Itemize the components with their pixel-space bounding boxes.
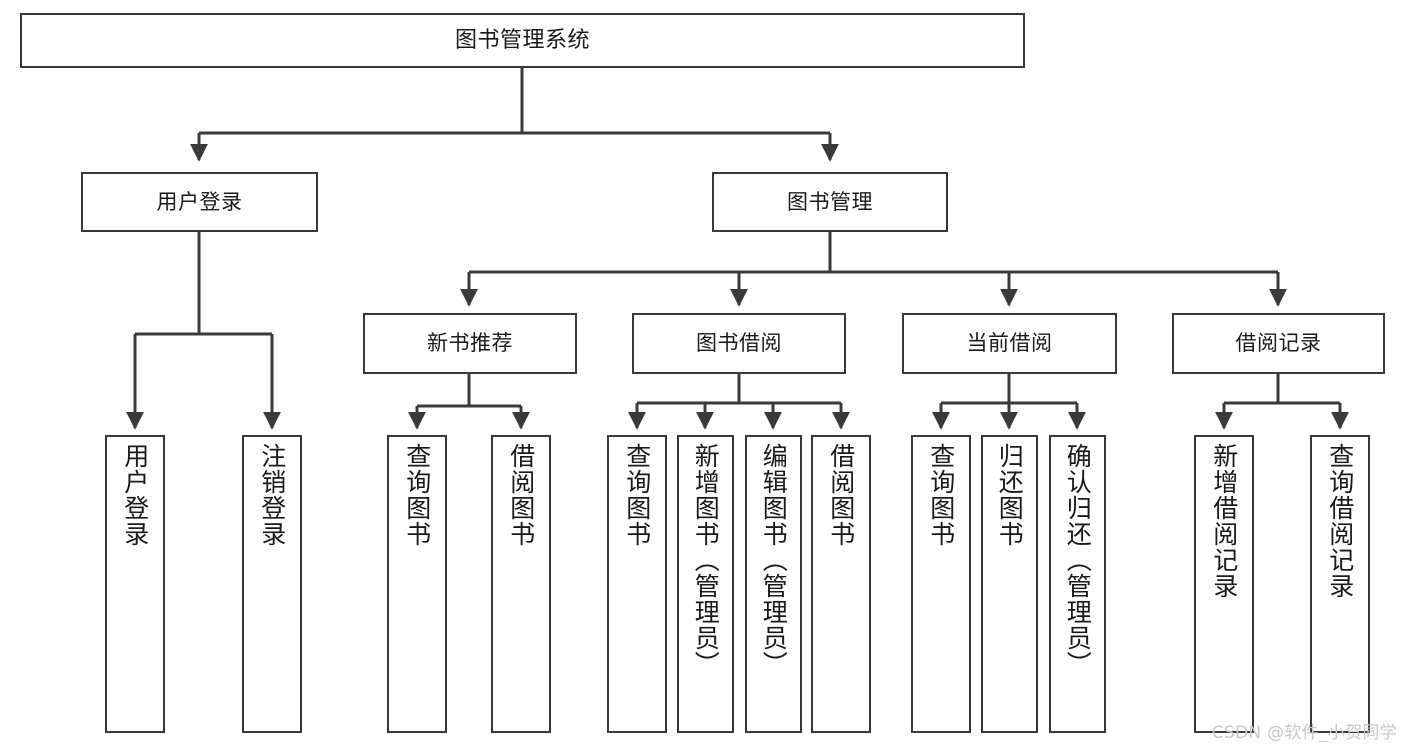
node-label: 新增图书（管理员） (691, 443, 721, 677)
node-label: 新书推荐 (427, 331, 513, 356)
leaf-record-query-record[interactable]: 查询借阅记录 (1310, 435, 1370, 733)
csdn-watermark: CSDN @软件_小贺同学 (1211, 723, 1397, 743)
node-user-login[interactable]: 用户登录 (81, 172, 318, 232)
leaf-user-login-login[interactable]: 用户登录 (105, 435, 165, 733)
node-label: 借阅图书 (826, 443, 856, 547)
leaf-borrow-add-book[interactable]: 新增图书（管理员） (677, 435, 734, 733)
node-label: 借阅图书 (506, 443, 536, 547)
node-label: 借阅记录 (1235, 331, 1322, 356)
leaf-borrow-edit-book[interactable]: 编辑图书（管理员） (745, 435, 802, 733)
node-root-system[interactable]: 图书管理系统 (20, 13, 1025, 68)
node-label: 图书管理系统 (454, 27, 590, 53)
leaf-recommend-borrow-book[interactable]: 借阅图书 (491, 435, 551, 733)
node-label: 确认归还（管理员） (1063, 443, 1093, 677)
leaf-user-login-logout[interactable]: 注销登录 (242, 435, 302, 733)
node-label: 用户登录 (120, 443, 150, 547)
node-label: 查询图书 (926, 443, 956, 547)
node-label: 新增借阅记录 (1209, 443, 1239, 599)
leaf-current-query-book[interactable]: 查询图书 (911, 435, 971, 733)
node-label: 当前借阅 (966, 331, 1053, 356)
node-borrow-record[interactable]: 借阅记录 (1172, 313, 1385, 374)
node-current-borrow[interactable]: 当前借阅 (902, 313, 1117, 374)
leaf-recommend-query-book[interactable]: 查询图书 (387, 435, 447, 733)
node-label: 图书管理 (787, 189, 873, 214)
node-label: 查询图书 (622, 443, 652, 547)
leaf-borrow-query-book[interactable]: 查询图书 (607, 435, 667, 733)
leaf-current-confirm-return[interactable]: 确认归还（管理员） (1049, 435, 1106, 733)
leaf-record-add-record[interactable]: 新增借阅记录 (1194, 435, 1254, 733)
node-label: 查询图书 (402, 443, 432, 547)
node-label: 图书借阅 (696, 331, 782, 356)
node-label: 用户登录 (156, 189, 243, 214)
leaf-current-return-book[interactable]: 归还图书 (981, 435, 1038, 733)
node-label: 注销登录 (257, 443, 287, 547)
node-new-book-recommend[interactable]: 新书推荐 (363, 313, 577, 374)
node-book-management[interactable]: 图书管理 (712, 172, 948, 232)
node-book-borrow[interactable]: 图书借阅 (632, 313, 846, 374)
node-label: 查询借阅记录 (1325, 443, 1355, 599)
node-label: 归还图书 (995, 443, 1025, 547)
node-label: 编辑图书（管理员） (759, 443, 789, 677)
leaf-borrow-borrow-book[interactable]: 借阅图书 (811, 435, 871, 733)
